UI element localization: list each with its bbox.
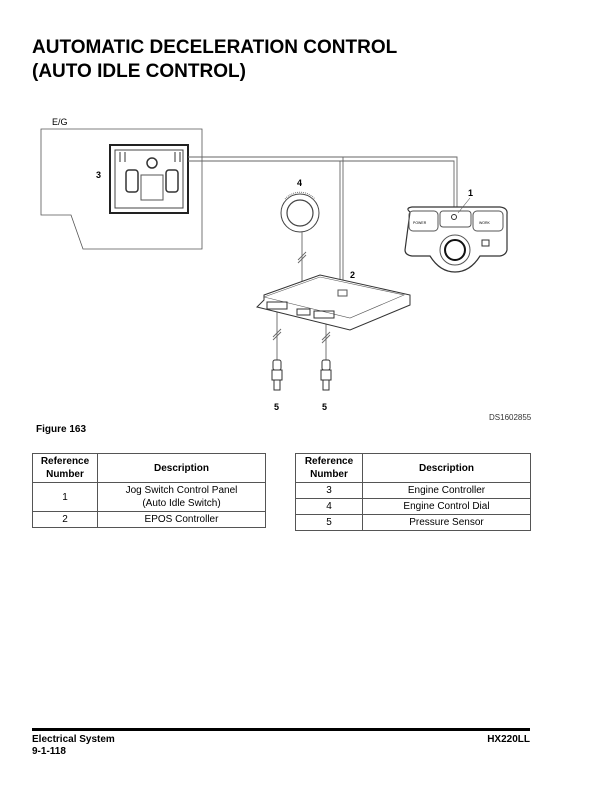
footer-model: HX220LL [487, 734, 530, 745]
ref-cell: 5 [295, 514, 363, 531]
pressure-sensor [271, 359, 283, 391]
header-description: Description [97, 453, 266, 483]
footer-rule [32, 728, 530, 731]
desc-cell: Engine Controller [362, 482, 531, 499]
desc-cell: Jog Switch Control Panel (Auto Idle Switc… [97, 482, 266, 512]
desc-line: (Auto Idle Switch) [142, 498, 221, 509]
ref-cell: 3 [295, 482, 363, 499]
power-button-label: POWER [413, 221, 427, 225]
engine-control-dial [280, 191, 320, 233]
header-reference-number: Reference Number [32, 453, 98, 483]
header-description: Description [362, 453, 531, 483]
table-row: 4 Engine Control Dial [295, 498, 531, 515]
desc-cell: Engine Control Dial [362, 498, 531, 515]
title-line-2: (AUTO IDLE CONTROL) [32, 61, 246, 82]
work-button-label: WORK [479, 221, 491, 225]
table-row: 5 Pressure Sensor [295, 514, 531, 531]
callout-4: 4 [297, 178, 302, 188]
pressure-sensor [320, 359, 332, 391]
wiring-diagram: E/G 3 [40, 117, 532, 422]
callout-5: 5 [274, 402, 279, 412]
callout-2: 2 [350, 270, 355, 280]
table-row: 3 Engine Controller [295, 482, 531, 499]
desc-line: Jog Switch Control Panel [125, 485, 238, 496]
engine-controller [109, 144, 189, 214]
ref-cell: 1 [32, 482, 98, 512]
callout-5: 5 [322, 402, 327, 412]
reference-table-right: Reference Number Description 3 Engine Co… [295, 453, 531, 531]
reference-table-left: Reference Number Description 1 Jog Switc… [32, 453, 266, 528]
eg-label: E/G [52, 117, 68, 127]
footer-section: Electrical System [32, 734, 115, 745]
callout-3: 3 [96, 170, 101, 180]
footer-page-number: 9-1-118 [32, 746, 66, 757]
desc-cell: Pressure Sensor [362, 514, 531, 531]
jog-switch-panel: POWER WORK [404, 197, 508, 273]
figure-caption: Figure 163 [36, 424, 87, 435]
table-row: 1 Jog Switch Control Panel (Auto Idle Swi… [32, 482, 266, 512]
page-title: AUTOMATIC DECELERATION CONTROL (AUTO IDL… [32, 36, 397, 84]
callout-1: 1 [468, 188, 473, 198]
table-row: 2 EPOS Controller [32, 511, 266, 528]
engine-area-outline [40, 128, 203, 250]
epos-controller [256, 274, 411, 331]
ref-cell: 2 [32, 511, 98, 528]
title-line-1: AUTOMATIC DECELERATION CONTROL [32, 37, 398, 58]
drawing-id: DS1602855 [489, 413, 532, 422]
ref-cell: 4 [295, 498, 363, 515]
header-reference-number: Reference Number [295, 453, 363, 483]
wires [188, 156, 458, 360]
desc-cell: EPOS Controller [97, 511, 266, 528]
